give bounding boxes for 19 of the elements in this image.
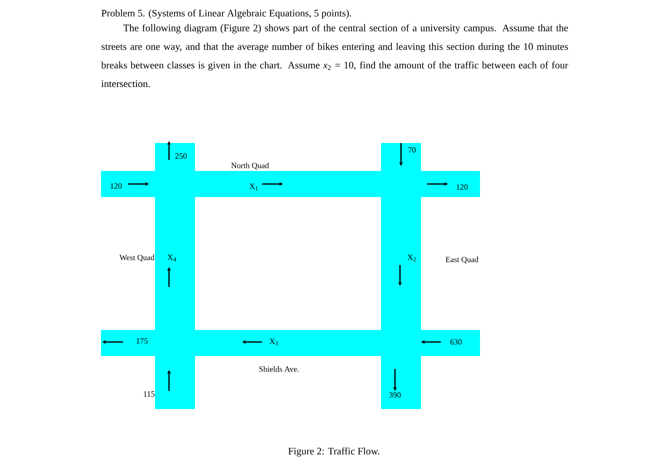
street-label: East Quad (446, 256, 478, 264)
street-label: Shields Ave. (259, 366, 299, 372)
street-label: 630 (450, 339, 462, 345)
street-label: 120 (110, 183, 122, 189)
street-label: X$_{1}$ (250, 184, 258, 190)
street-label: X$_{3}$ (270, 338, 278, 346)
street-label: 115 (144, 391, 155, 397)
street-label: 390 (389, 392, 401, 398)
street-label: X$_{4}$ (168, 254, 176, 262)
street-label: North Quad (231, 162, 269, 170)
street-label: 70 (408, 147, 416, 153)
street-label: West Quad (119, 254, 154, 262)
problem-title: Problem 5. (Systems of Linear Algebraic Equations, 5 points). (102, 9, 352, 19)
street-label: 250 (175, 153, 187, 159)
street-label: 175 (136, 338, 148, 344)
figure-caption: Figure 2: Traffic Flow. (288, 447, 380, 457)
street-label: 120 (456, 184, 468, 190)
problem-text: The following diagram (Figure 2) shows part of the central section of a university campus. Assume that the streets are one way, and that the average number of bikes entering and leaving this section during the 10 minutes breaks between classes is given in the chart. Assume x$_{2}$ = 10, find the amount of the traffic between each of four intersection. (101, 24, 568, 88)
street-label: X$_{2}$ (408, 254, 416, 262)
